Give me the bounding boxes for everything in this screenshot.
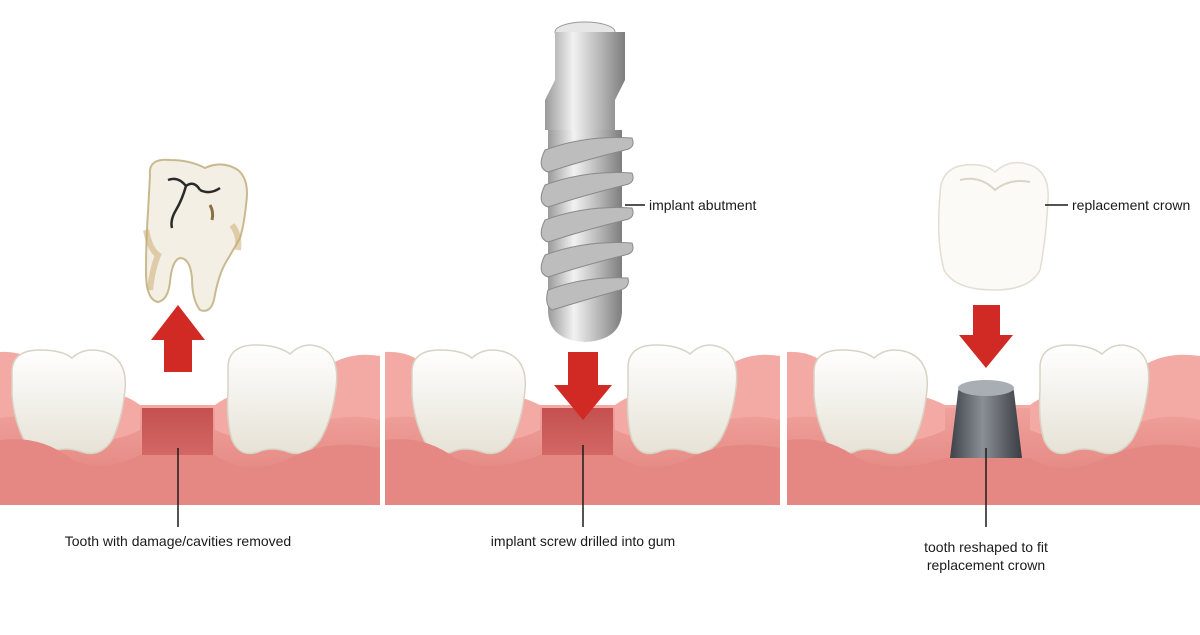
caption-implant: implant screw drilled into gum [490, 533, 676, 549]
caption-crown-line2: replacement crown [926, 557, 1046, 573]
panel-extraction [0, 158, 380, 527]
gum-front [787, 439, 1200, 505]
damaged-tooth [143, 158, 248, 312]
right-molar [226, 344, 338, 455]
right-molar [1038, 344, 1150, 455]
label-replacement-crown: replacement crown [1072, 197, 1191, 213]
panel-implant [385, 21, 780, 527]
arrow-up [151, 305, 205, 372]
implant-abutment [540, 21, 634, 342]
label-implant-abutment: implant abutment [649, 197, 757, 213]
left-molar [813, 349, 929, 455]
replacement-crown [937, 161, 1049, 291]
left-molar [11, 349, 127, 455]
left-molar [411, 349, 527, 455]
arrow-down [959, 305, 1013, 368]
panel-crown [787, 161, 1200, 527]
right-molar [626, 344, 738, 455]
caption-crown-line1: tooth reshaped to fit [924, 539, 1048, 555]
arrow-down [554, 352, 612, 420]
caption-extraction: Tooth with damage/cavities removed [64, 533, 292, 549]
reshaped-tooth-stump [950, 380, 1022, 463]
gum-front [0, 439, 380, 505]
